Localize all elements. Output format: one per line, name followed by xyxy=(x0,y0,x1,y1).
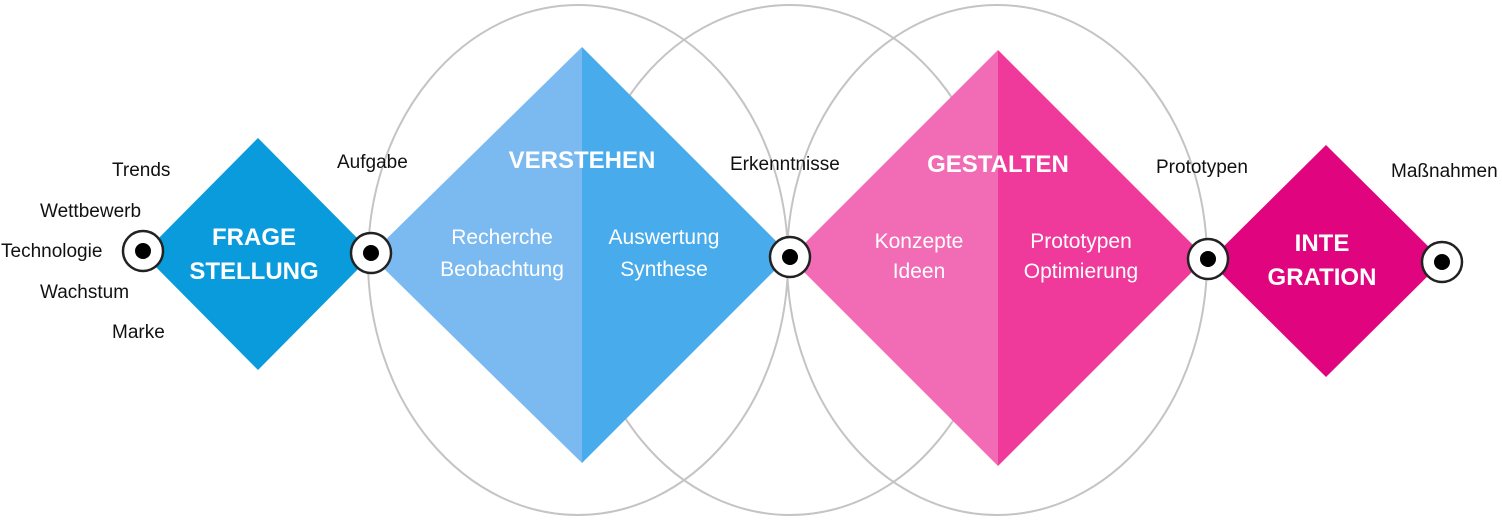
verstehen-title: VERSTEHEN xyxy=(509,147,656,174)
output-label-massnahmen: Maßnahmen xyxy=(1391,161,1498,182)
diamond-frage-shape xyxy=(143,138,373,370)
input-label-trends: Trends xyxy=(112,160,170,181)
verstehen-left-line2: Beobachtung xyxy=(440,258,564,281)
diamond-gestalten-right-half xyxy=(998,50,1206,466)
output-label-prototypen: Prototypen xyxy=(1156,157,1248,178)
marker-aufgabe xyxy=(349,231,393,275)
input-label-marke: Marke xyxy=(112,322,165,343)
input-labels: Trends Wettbewerb Technologie Wachstum M… xyxy=(1,160,170,343)
marker-start-dot xyxy=(135,243,151,259)
input-label-wettbewerb: Wettbewerb xyxy=(40,201,141,222)
frage-title-line2: STELLUNG xyxy=(189,258,318,285)
diamond-gestalten-left-half xyxy=(790,50,998,466)
integration-title-line1: INTE xyxy=(1295,230,1350,257)
diamond-integration-shape xyxy=(1209,145,1443,377)
gestalten-left-line1: Konzepte xyxy=(875,230,964,253)
marker-prototypen-dot xyxy=(1200,251,1216,267)
verstehen-right-line2: Synthese xyxy=(620,258,708,281)
gestalten-left-line2: Ideen xyxy=(893,260,946,283)
marker-aufgabe-dot xyxy=(363,245,379,261)
marker-erkenntnisse xyxy=(768,235,812,279)
marker-erkenntnisse-dot xyxy=(782,249,798,265)
output-labels: Aufgabe Erkenntnisse Prototypen Maßnahme… xyxy=(337,152,1498,182)
diamond-frage-stellung: FRAGE STELLUNG xyxy=(143,138,373,370)
diamond-verstehen-right-half xyxy=(582,47,790,463)
verstehen-left-line1: Recherche xyxy=(451,226,553,249)
integration-title-line2: GRATION xyxy=(1268,264,1377,291)
diamond-verstehen-left-half xyxy=(370,47,582,463)
gestalten-title: GESTALTEN xyxy=(927,151,1069,178)
frage-title-line1: FRAGE xyxy=(212,224,296,251)
marker-prototypen xyxy=(1186,237,1230,281)
marker-massnahmen xyxy=(1420,240,1464,284)
gestalten-right-line2: Optimierung xyxy=(1024,260,1138,283)
output-label-erkenntnisse: Erkenntnisse xyxy=(730,154,840,175)
marker-massnahmen-dot xyxy=(1434,254,1450,270)
verstehen-right-line1: Auswertung xyxy=(609,226,720,249)
gestalten-right-line1: Prototypen xyxy=(1030,230,1132,253)
marker-start xyxy=(121,229,165,273)
input-label-wachstum: Wachstum xyxy=(40,282,129,303)
input-label-technologie: Technologie xyxy=(1,241,102,262)
output-label-aufgabe: Aufgabe xyxy=(337,152,408,173)
diamond-gestalten: GESTALTEN Konzepte Ideen Prototypen Opti… xyxy=(790,50,1206,466)
diamond-verstehen: VERSTEHEN Recherche Beobachtung Auswertu… xyxy=(370,47,790,463)
diamond-integration: INTE GRATION xyxy=(1209,145,1443,377)
